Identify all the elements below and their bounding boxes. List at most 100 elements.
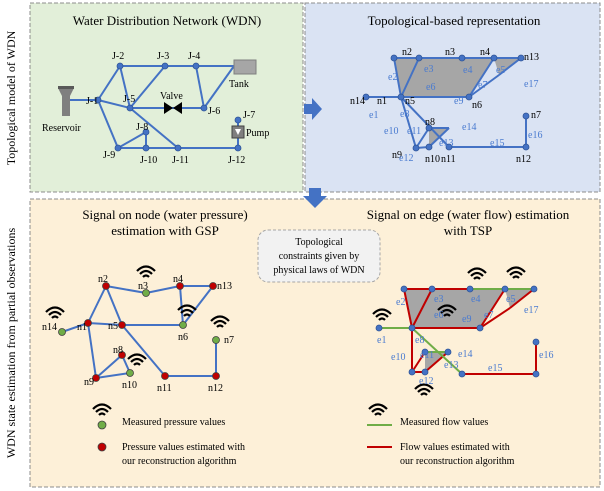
- tsp-node-dot: [501, 285, 509, 293]
- node-label: n2: [98, 274, 108, 285]
- node-label: n8: [113, 345, 123, 356]
- edge-label: e12: [419, 376, 433, 387]
- legend-estimated-flow-line1: Flow values estimated with: [400, 442, 510, 453]
- edge-label: e7: [478, 80, 487, 91]
- gsp-node-measured: [126, 369, 134, 377]
- topo-node-labels: n1 n2 n3 n4 n5 n6 n7 n8 n9 n10 n11 n12 n…: [350, 47, 541, 165]
- tsp-node-dot: [400, 285, 408, 293]
- tsp-edge-labels: e1 e2 e3 e4 e5 e6 e7 e8 e9 e10 e11 e12 e…: [377, 294, 553, 387]
- junction-label: J-10: [140, 155, 157, 166]
- edge-label: e5: [496, 65, 505, 76]
- edge-label: e4: [463, 65, 472, 76]
- tsp-node-dot: [458, 370, 466, 378]
- wdn-panel: [29, 2, 304, 193]
- edge-label: e3: [424, 64, 433, 75]
- edge-label: e16: [528, 130, 542, 141]
- gsp-node-estimated: [176, 282, 184, 290]
- edge-label: e17: [524, 79, 538, 90]
- junction-dot: [142, 144, 150, 152]
- tsp-node-dot: [375, 324, 383, 332]
- valve-label: Valve: [160, 91, 183, 102]
- gsp-node-estimated: [118, 321, 126, 329]
- legend-estimated-flow-line2: our reconstruction algorithm: [400, 456, 515, 467]
- gsp-node-estimated: [161, 372, 169, 380]
- gsp-node-measured: [142, 289, 150, 297]
- node-label: n12: [208, 383, 223, 394]
- edge-label: e10: [384, 126, 398, 137]
- legend-estimated-pressure-line2: our reconstruction algorithm: [122, 456, 237, 467]
- edge-label: e4: [471, 294, 480, 305]
- right-arrow: [304, 98, 322, 120]
- junction-label: J-12: [228, 155, 245, 166]
- junction-dot: [192, 62, 200, 70]
- tsp-node-dot: [532, 370, 540, 378]
- side-label-top: Topological model of WDN: [4, 30, 18, 165]
- tsp-node-dot: [532, 338, 540, 346]
- gsp-node-estimated: [102, 282, 110, 290]
- edge-label: e7: [484, 310, 493, 321]
- edge-label: e9: [462, 314, 471, 325]
- junction-dot: [200, 104, 208, 112]
- edge-label: e3: [434, 294, 443, 305]
- node-label: n2: [402, 47, 412, 58]
- node-label: n9: [84, 377, 94, 388]
- junction-dot: [126, 104, 134, 112]
- tsp-node-dot: [530, 285, 538, 293]
- tsp-node-dot: [421, 348, 429, 356]
- topo-node-dot: [390, 54, 398, 62]
- gsp-node-measured: [179, 321, 187, 329]
- legend-measured-pressure: Measured pressure values: [122, 417, 225, 428]
- topo-edge-labels: e1 e2 e3 e4 e5 e6 e7 e8 e9 e10 e11 e12 e…: [369, 64, 542, 164]
- gsp-title-line1: Signal on node (water pressure): [82, 207, 247, 222]
- node-label: n14: [350, 96, 365, 107]
- edge-label: e14: [458, 349, 472, 360]
- topo-node-dot: [522, 112, 530, 120]
- gsp-nodes: [58, 282, 220, 382]
- gsp-node-measured: [58, 328, 66, 336]
- topo-node-dot: [517, 54, 525, 62]
- node-label: n4: [480, 47, 490, 58]
- tsp-edges: [379, 288, 537, 375]
- node-label: n5: [108, 321, 118, 332]
- node-label: n7: [224, 335, 234, 346]
- junction-label: J-11: [172, 155, 189, 166]
- topo-node-dot: [445, 143, 453, 151]
- edge-label: e15: [490, 138, 504, 149]
- gsp-node-measured: [212, 336, 220, 344]
- junction-dot: [161, 62, 169, 70]
- tsp-node-dot: [476, 324, 484, 332]
- node-label: n6: [178, 332, 188, 343]
- node-label: n9: [392, 150, 402, 161]
- node-label: n13: [217, 281, 232, 292]
- legend-red-dot: [97, 442, 107, 452]
- edge-label: e9: [454, 96, 463, 107]
- edge-label: e1: [369, 110, 378, 121]
- node-label: n11: [441, 154, 456, 165]
- tank-label: Tank: [229, 79, 249, 90]
- node-label: n10: [425, 154, 440, 165]
- node-label: n11: [157, 383, 172, 394]
- node-label: n4: [173, 274, 183, 285]
- gsp-node-estimated: [209, 282, 217, 290]
- valve-icon: [164, 102, 182, 114]
- edge-label: e14: [462, 122, 476, 133]
- reservoir-icon: [58, 86, 74, 116]
- reservoir-label: Reservoir: [42, 123, 82, 134]
- junction-label: J-4: [188, 51, 200, 62]
- node-label: n3: [138, 281, 148, 292]
- node-label: n10: [122, 380, 137, 391]
- legend-measured-flow: Measured flow values: [400, 417, 488, 428]
- topo-node-dot: [397, 93, 405, 101]
- edge-label: e15: [488, 363, 502, 374]
- topo-node-dot: [362, 93, 370, 101]
- topo-node-dot: [425, 124, 433, 132]
- node-label: n7: [531, 110, 541, 121]
- gsp-node-estimated: [118, 351, 126, 359]
- wdn-junction-labels: J-1 J-2 J-3 J-4 J-5 J-6 J-7 J-8 J-9 J-10…: [86, 51, 255, 166]
- edge-label: e17: [524, 305, 538, 316]
- tsp-node-dot: [428, 285, 436, 293]
- topo-nodes: [362, 54, 530, 152]
- junction-dot: [234, 144, 242, 152]
- tsp-node-dot: [408, 324, 416, 332]
- junction-label: J-3: [157, 51, 169, 62]
